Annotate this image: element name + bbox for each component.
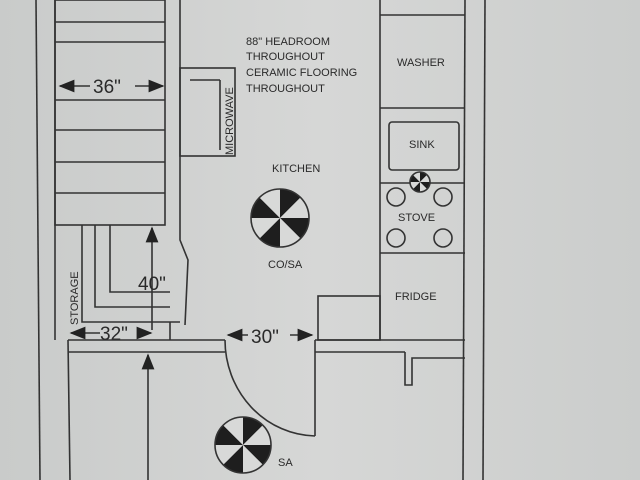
detector-wedge — [420, 172, 428, 182]
co-smoke-alarm-icon — [250, 188, 310, 248]
detector-wedge — [259, 218, 280, 247]
detector-wedge — [243, 445, 263, 473]
detector-wedge — [243, 425, 271, 445]
detector-wedge — [280, 218, 309, 239]
fridge-label: FRIDGE — [395, 291, 437, 303]
detector-wedge — [259, 189, 280, 218]
washer-label: WASHER — [397, 57, 445, 69]
stove-vent-icon — [409, 171, 431, 193]
storage-height-label: 40" — [138, 274, 166, 295]
detector-wedge — [215, 445, 243, 465]
detector-outline — [250, 188, 310, 248]
storage-area — [81, 225, 189, 340]
detector-wedge — [243, 445, 271, 465]
detector-wedge — [420, 182, 428, 192]
storage-label: STORAGE — [69, 271, 81, 325]
sink-label: SINK — [409, 139, 435, 151]
note-line-4: THROUGHOUT — [246, 83, 325, 95]
detector-wedge — [280, 189, 301, 218]
door-width-label: 30" — [251, 327, 279, 348]
detector-wedge — [223, 445, 243, 473]
staircase — [54, 0, 181, 226]
detector-outline — [409, 171, 431, 193]
microwave-label: MICROWAVE — [224, 87, 236, 155]
detector-wedge — [280, 197, 309, 218]
microwave — [179, 67, 236, 157]
detector-wedge — [410, 182, 420, 190]
detector-outline — [214, 416, 272, 474]
detector-wedge — [280, 218, 301, 247]
co-sa-label: CO/SA — [268, 259, 303, 271]
detector-wedge — [412, 182, 420, 192]
detector-wedge — [420, 182, 430, 190]
detector-wedge — [251, 197, 280, 218]
detector-wedge — [251, 218, 280, 239]
detector-wedge — [243, 417, 263, 445]
smoke-alarm-icon — [214, 416, 272, 474]
detector-wedge — [223, 417, 243, 445]
detector-wedge — [215, 425, 243, 445]
stove-label: STOVE — [398, 212, 435, 224]
door — [224, 339, 316, 437]
stair-width-label: 36" — [93, 77, 121, 98]
note-line-1: 88" HEADROOM — [246, 36, 330, 48]
detector-wedge — [412, 172, 420, 182]
sa-label: SA — [278, 457, 293, 469]
storage-width-label: 32" — [100, 324, 128, 345]
kitchen-label: KITCHEN — [272, 163, 320, 175]
detector-wedge — [420, 174, 430, 182]
note-line-3: CERAMIC FLOORING — [246, 67, 357, 79]
appliances — [317, 14, 465, 341]
note-line-2: THROUGHOUT — [246, 51, 325, 63]
detector-wedge — [410, 174, 420, 182]
